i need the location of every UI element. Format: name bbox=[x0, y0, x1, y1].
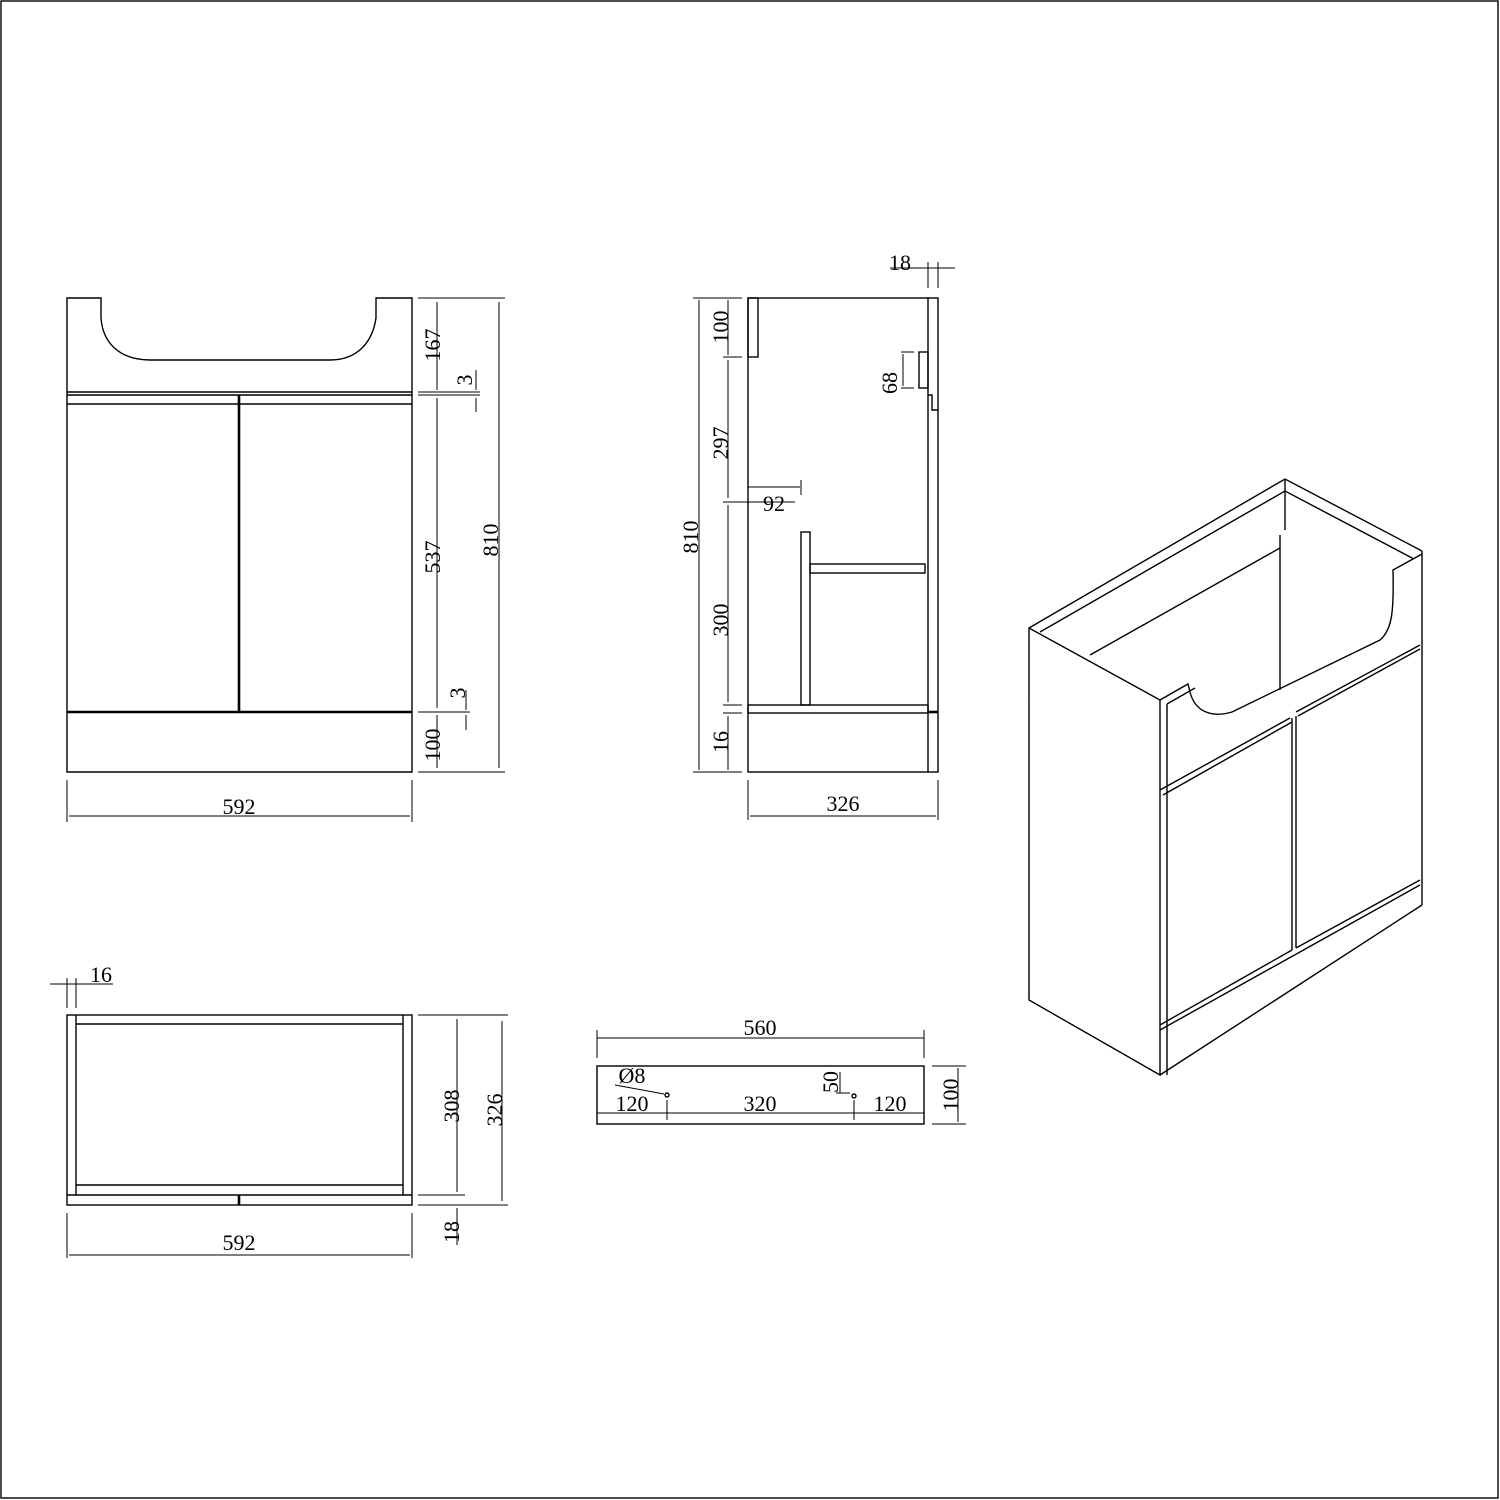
dim-gap-bottom-3: 3 bbox=[445, 688, 470, 699]
dim-base-16: 16 bbox=[708, 731, 733, 753]
handle-profile bbox=[918, 351, 929, 389]
side-dimension-lines bbox=[693, 262, 955, 820]
dim-gap-top-3: 3 bbox=[452, 375, 477, 386]
plinth-view: Ø8 50 120 320 120 560 100 bbox=[596, 1015, 966, 1125]
side-view: 18 100 68 297 92 810 300 16 326 bbox=[678, 250, 955, 820]
dim-plinth-100: 100 bbox=[420, 729, 445, 762]
side-outline bbox=[747, 297, 939, 773]
iso-bottom-edge bbox=[1159, 904, 1423, 1076]
front-view: 167 3 537 3 100 810 592 bbox=[66, 297, 505, 822]
dim-door-537: 537 bbox=[420, 541, 445, 574]
base-panel bbox=[747, 704, 929, 714]
iso-back-inner-line bbox=[1089, 547, 1281, 656]
dim-inner-308: 308 bbox=[439, 1090, 464, 1123]
top-dimension-lines bbox=[50, 978, 508, 1258]
dim-upper-297: 297 bbox=[708, 427, 733, 460]
dim-height-810: 810 bbox=[678, 521, 703, 554]
dim-length-560: 560 bbox=[744, 1015, 777, 1040]
shelf-support bbox=[800, 531, 811, 706]
front-outline bbox=[66, 297, 413, 773]
dim-lower-300: 300 bbox=[708, 604, 733, 637]
front-dimension-lines bbox=[66, 297, 505, 822]
iso-basin-cutout bbox=[1159, 553, 1423, 715]
top-view: 16 308 326 18 592 bbox=[50, 962, 508, 1258]
iso-plinth-line bbox=[1159, 879, 1421, 1031]
dim-hole-diameter: Ø8 bbox=[619, 1063, 646, 1088]
dim-top-rail-167: 167 bbox=[420, 329, 445, 362]
dim-depth-326: 326 bbox=[482, 1094, 507, 1127]
plinth-dimension-lines bbox=[596, 1030, 966, 1125]
isometric-view bbox=[1028, 478, 1423, 1077]
dim-hole-height-50: 50 bbox=[818, 1071, 843, 1093]
dim-spacing-320: 320 bbox=[744, 1091, 777, 1116]
iso-left-side bbox=[1028, 626, 1161, 1077]
dim-depth-326: 326 bbox=[827, 791, 860, 816]
mount-hole-left bbox=[664, 1092, 670, 1098]
mount-hole-right bbox=[851, 1093, 857, 1099]
dim-back-18: 18 bbox=[889, 250, 911, 275]
dim-door-18: 18 bbox=[439, 1221, 464, 1243]
dim-left-120: 120 bbox=[616, 1091, 649, 1116]
shelf bbox=[809, 563, 926, 574]
iso-handle-grooves bbox=[1159, 644, 1421, 796]
dim-height-100: 100 bbox=[938, 1079, 963, 1112]
dim-width-592: 592 bbox=[223, 1230, 256, 1255]
dim-top-rail-100: 100 bbox=[708, 311, 733, 344]
dim-width-592: 592 bbox=[223, 794, 256, 819]
top-outline bbox=[66, 1014, 413, 1206]
top-rail bbox=[747, 297, 759, 358]
iso-top-edge bbox=[1028, 478, 1423, 629]
door-notch bbox=[928, 394, 938, 411]
iso-cutout-edge bbox=[1166, 687, 1196, 705]
plinth-outline bbox=[596, 1065, 925, 1125]
dim-offset-92: 92 bbox=[763, 491, 785, 516]
dim-handle-68: 68 bbox=[877, 372, 902, 394]
dim-height-810: 810 bbox=[478, 524, 503, 557]
dim-right-120: 120 bbox=[874, 1091, 907, 1116]
dim-side-16: 16 bbox=[90, 962, 112, 987]
